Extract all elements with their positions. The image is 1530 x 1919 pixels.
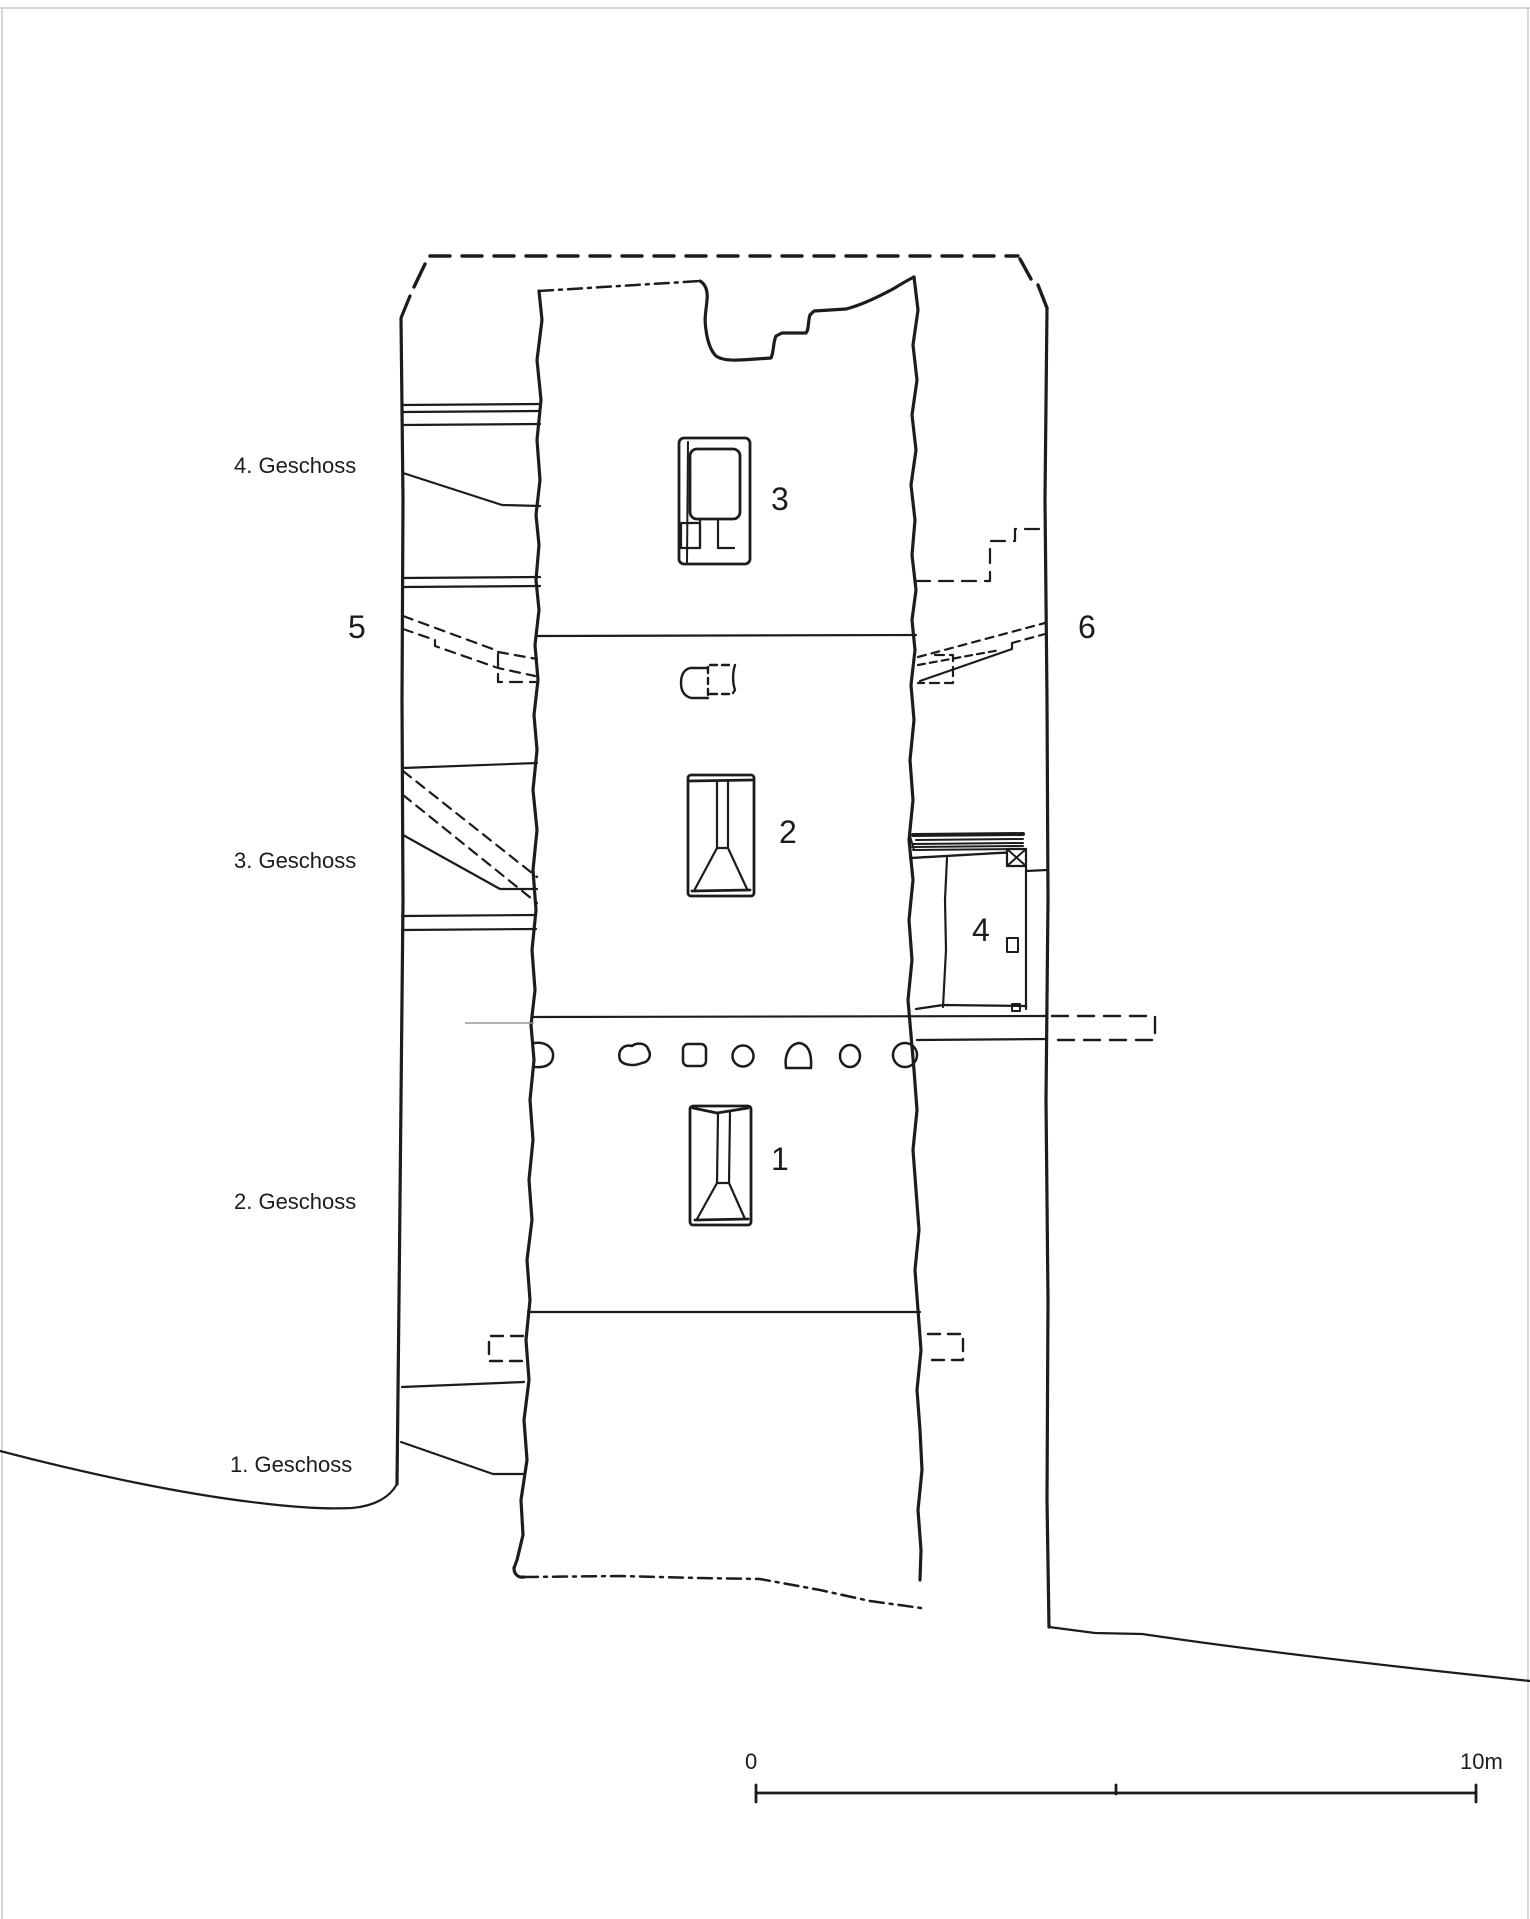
interior-floor-lines <box>526 633 1049 1314</box>
roof-dashed-outline <box>412 254 1049 310</box>
floor-label-3-geschoss: 3. Geschoss <box>234 848 356 873</box>
tower-top-broken-edge <box>537 275 916 362</box>
floor-label-1-geschoss: 1. Geschoss <box>230 1452 352 1477</box>
scale-bar-max-label: 10m <box>1460 1749 1503 1774</box>
scale-bar-zero-label: 0 <box>745 1749 757 1774</box>
feature-number-labels: 1 2 3 4 5 6 <box>348 481 1096 1177</box>
ground-line-right <box>1047 1625 1530 1683</box>
feature-marker-5: 5 <box>348 609 366 645</box>
outer-left-wall <box>395 294 412 1486</box>
floor-label-4-geschoss: 4. Geschoss <box>234 453 356 478</box>
feature-marker-6: 6 <box>1078 609 1096 645</box>
page-edge <box>0 7 1530 1919</box>
right-dashed-steps <box>914 527 1046 583</box>
floor-label-2-geschoss: 2. Geschoss <box>234 1189 356 1214</box>
stones-row <box>532 1041 919 1070</box>
left-strip-dashed-stairs <box>401 614 539 905</box>
scale-bar: 0 10m <box>745 1749 1503 1804</box>
annex-small-hole <box>1006 937 1019 953</box>
tower-right-wall <box>906 275 924 1582</box>
putlog-hole <box>679 663 737 700</box>
tower-left-wall <box>512 289 544 1579</box>
window-2 <box>686 773 756 898</box>
dashed-beam-boxes <box>487 1014 1157 1363</box>
feature-marker-2: 2 <box>779 814 797 850</box>
annex-structure <box>908 832 1049 1042</box>
annex-tiny-hole <box>1011 1003 1021 1012</box>
right-stair-6 <box>916 621 1047 685</box>
ground-line-left <box>0 1449 399 1510</box>
feature-marker-4: 4 <box>972 912 990 948</box>
tower-bottom-broken-edge <box>522 1574 923 1610</box>
window-3 <box>677 436 752 566</box>
feature-marker-3: 3 <box>771 481 789 517</box>
window-1 <box>688 1104 753 1227</box>
outer-right-wall <box>1043 306 1051 1629</box>
left-strip-floor-bands <box>399 402 542 1476</box>
floor-labels: 4. Geschoss 3. Geschoss 2. Geschoss 1. G… <box>230 453 356 1477</box>
feature-marker-1: 1 <box>771 1141 789 1177</box>
